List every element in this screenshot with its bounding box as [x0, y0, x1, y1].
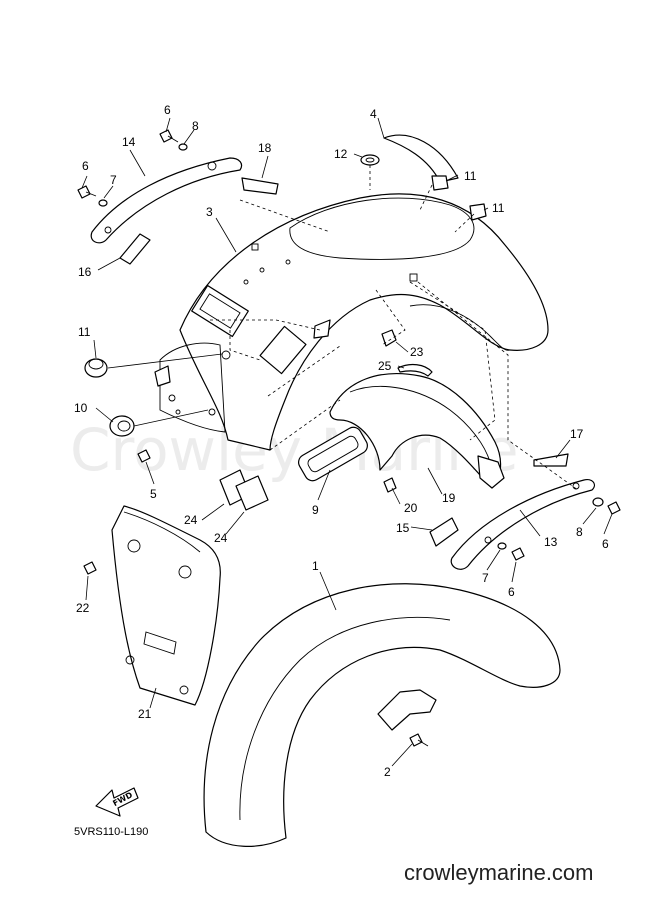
callout-24: 24: [184, 513, 198, 527]
fwd-arrow-icon: FWD: [95, 787, 139, 817]
callout-9: 9: [312, 503, 319, 517]
part-17-end-cap: [533, 453, 569, 467]
callout-6: 6: [82, 159, 89, 173]
part-15-end-cap: [429, 517, 459, 547]
callout-7: 7: [482, 571, 489, 585]
part-5-bolt: [137, 449, 151, 463]
part-11-damper-upper: [431, 175, 487, 221]
part-1-front-fender: [203, 583, 561, 847]
part-20-nut: [383, 477, 397, 493]
callout-8: 8: [576, 525, 583, 539]
callout-12: 12: [334, 147, 348, 161]
callout-3: 3: [206, 205, 213, 219]
part-10-grommet: [109, 415, 135, 437]
part-11-damper-left: [84, 358, 108, 378]
callout-17: 17: [570, 427, 584, 441]
callout-5: 5: [150, 487, 157, 501]
part-14-rail-left: [90, 157, 243, 244]
callout-8: 8: [192, 119, 199, 133]
callout-16: 16: [78, 265, 92, 279]
callout-2: 2: [384, 765, 391, 779]
part-16-rubber: [119, 233, 151, 265]
bolt-set-upper-left: [77, 129, 188, 207]
callout-6: 6: [602, 537, 609, 551]
callout-23: 23: [410, 345, 424, 359]
callout-13: 13: [544, 535, 558, 549]
callout-numbers: 1 2 3 4 5 6 6 6 6 7 7 8 8 9 10 11 11 11 …: [74, 103, 609, 779]
callout-20: 20: [404, 501, 418, 515]
part-23-nut: [381, 329, 397, 347]
callout-7: 7: [110, 173, 117, 187]
part-4-emblem: [383, 134, 459, 183]
callout-11: 11: [492, 201, 505, 215]
callout-6: 6: [164, 103, 171, 117]
part-19-inner-fender: [329, 373, 505, 489]
callout-1: 1: [312, 559, 319, 573]
callout-22: 22: [76, 601, 90, 615]
callout-11: 11: [464, 169, 477, 183]
part-12-grommet: [360, 154, 380, 166]
rear-fender: [154, 193, 549, 451]
callout-25: 25: [378, 359, 392, 373]
part-22-bolt: [83, 561, 97, 575]
fitment-lines: [210, 165, 579, 491]
part-25-clip: [397, 363, 433, 377]
part-24-pads: [219, 469, 269, 511]
callout-10: 10: [74, 401, 88, 415]
part-18-rubber: [241, 177, 279, 195]
bolt-set-right: [497, 497, 621, 561]
part-21-side-cover: [111, 505, 221, 706]
callout-11: 11: [78, 325, 91, 339]
callout-21: 21: [138, 707, 152, 721]
callout-15: 15: [396, 521, 410, 535]
callout-18: 18: [258, 141, 272, 155]
callout-24: 24: [214, 531, 228, 545]
callout-4: 4: [370, 107, 377, 121]
callout-14: 14: [122, 135, 136, 149]
callout-19: 19: [442, 491, 456, 505]
drawing-code: 5VRS110-L190: [74, 826, 148, 838]
part-13-rail-right: [450, 479, 596, 570]
website-footer: crowleymarine.com: [404, 860, 594, 885]
leader-lines: [81, 117, 613, 767]
callout-6: 6: [508, 585, 515, 599]
part-9-plate: [298, 426, 368, 482]
